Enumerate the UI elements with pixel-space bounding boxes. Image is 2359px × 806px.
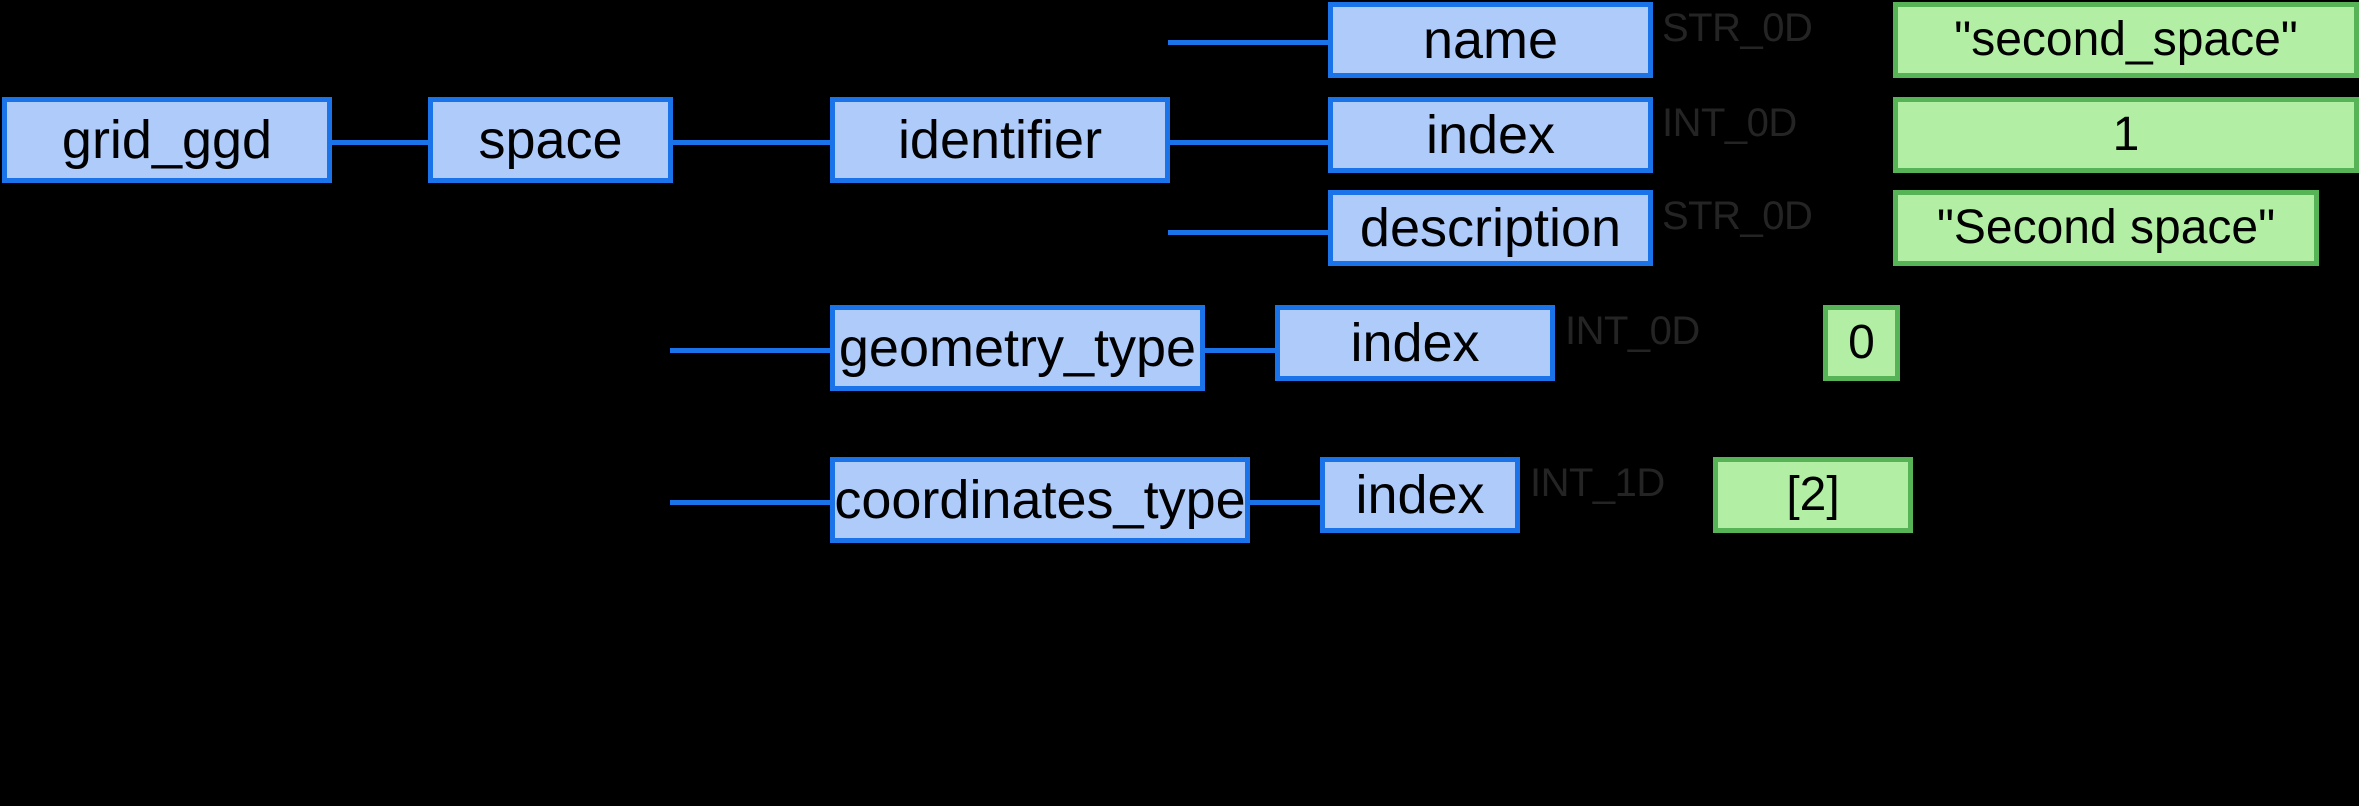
value-description[interactable]: "Second space": [1893, 190, 2319, 266]
value-geometry-type-index[interactable]: 0: [1823, 305, 1900, 381]
edge-type-coordinates-type-index: INT_1D: [1530, 463, 1665, 503]
edge-type-index-text: INT_0D: [1662, 101, 1797, 145]
node-index[interactable]: index: [1328, 97, 1653, 173]
value-name-text: "second_space": [1954, 13, 2298, 66]
node-space[interactable]: space: [428, 97, 673, 183]
node-identifier-label: identifier: [897, 110, 1103, 170]
node-coordinates-type[interactable]: coordinates_type: [830, 457, 1250, 543]
value-description-text: "Second space": [1936, 201, 2276, 254]
edge-type-name-text: STR_0D: [1662, 6, 1813, 50]
edge-geometry_type-index: [1205, 348, 1275, 353]
node-geometry-type-index[interactable]: index: [1275, 305, 1555, 381]
node-name-label: name: [1422, 10, 1559, 70]
node-description-label: description: [1359, 198, 1622, 258]
node-geometry-type-label: geometry_type: [838, 318, 1197, 378]
edge-identifier-name: [1168, 40, 1328, 45]
edge-space-coordinates_type: [670, 500, 832, 505]
edge-coordinates_type-index: [1250, 500, 1320, 505]
edge-type-description: STR_0D: [1662, 194, 1813, 238]
node-geometry-type[interactable]: geometry_type: [830, 305, 1205, 391]
edge-grid_ggd-space: [330, 140, 430, 145]
node-identifier[interactable]: identifier: [830, 97, 1170, 183]
node-grid-ggd[interactable]: grid_ggd: [2, 97, 332, 183]
node-coordinates-type-index[interactable]: index: [1320, 457, 1520, 533]
edge-type-geometry-type-index: INT_0D: [1565, 311, 1700, 351]
edge-type-description-text: STR_0D: [1662, 194, 1813, 238]
edge-type-geometry-type-index-text: INT_0D: [1565, 309, 1700, 353]
value-coordinates-type-index-text: [2]: [1786, 468, 1840, 521]
edge-type-coordinates-type-index-text: INT_1D: [1530, 461, 1665, 505]
value-name[interactable]: "second_space": [1893, 2, 2359, 78]
value-coordinates-type-index[interactable]: [2]: [1713, 457, 1913, 533]
edge-identifier-description: [1168, 230, 1328, 235]
value-index-text: 1: [2112, 108, 2140, 161]
value-geometry-type-index-text: 0: [1848, 316, 1875, 369]
edge-space-geometry_type: [670, 348, 832, 353]
node-coordinates-type-index-label: index: [1355, 465, 1485, 525]
edge-space-identifier: [670, 140, 832, 145]
edge-type-index: INT_0D: [1662, 103, 1797, 143]
node-name[interactable]: name: [1328, 2, 1653, 78]
node-description[interactable]: description: [1328, 190, 1653, 266]
node-geometry-type-index-label: index: [1350, 313, 1480, 373]
edge-type-name: STR_0D: [1662, 6, 1813, 50]
edge-identifier-index: [1168, 140, 1328, 145]
node-coordinates-type-label: coordinates_type: [834, 470, 1246, 530]
node-index-label: index: [1425, 105, 1556, 165]
value-index[interactable]: 1: [1893, 97, 2359, 173]
node-grid-ggd-label: grid_ggd: [61, 110, 273, 170]
node-space-label: space: [478, 110, 623, 170]
